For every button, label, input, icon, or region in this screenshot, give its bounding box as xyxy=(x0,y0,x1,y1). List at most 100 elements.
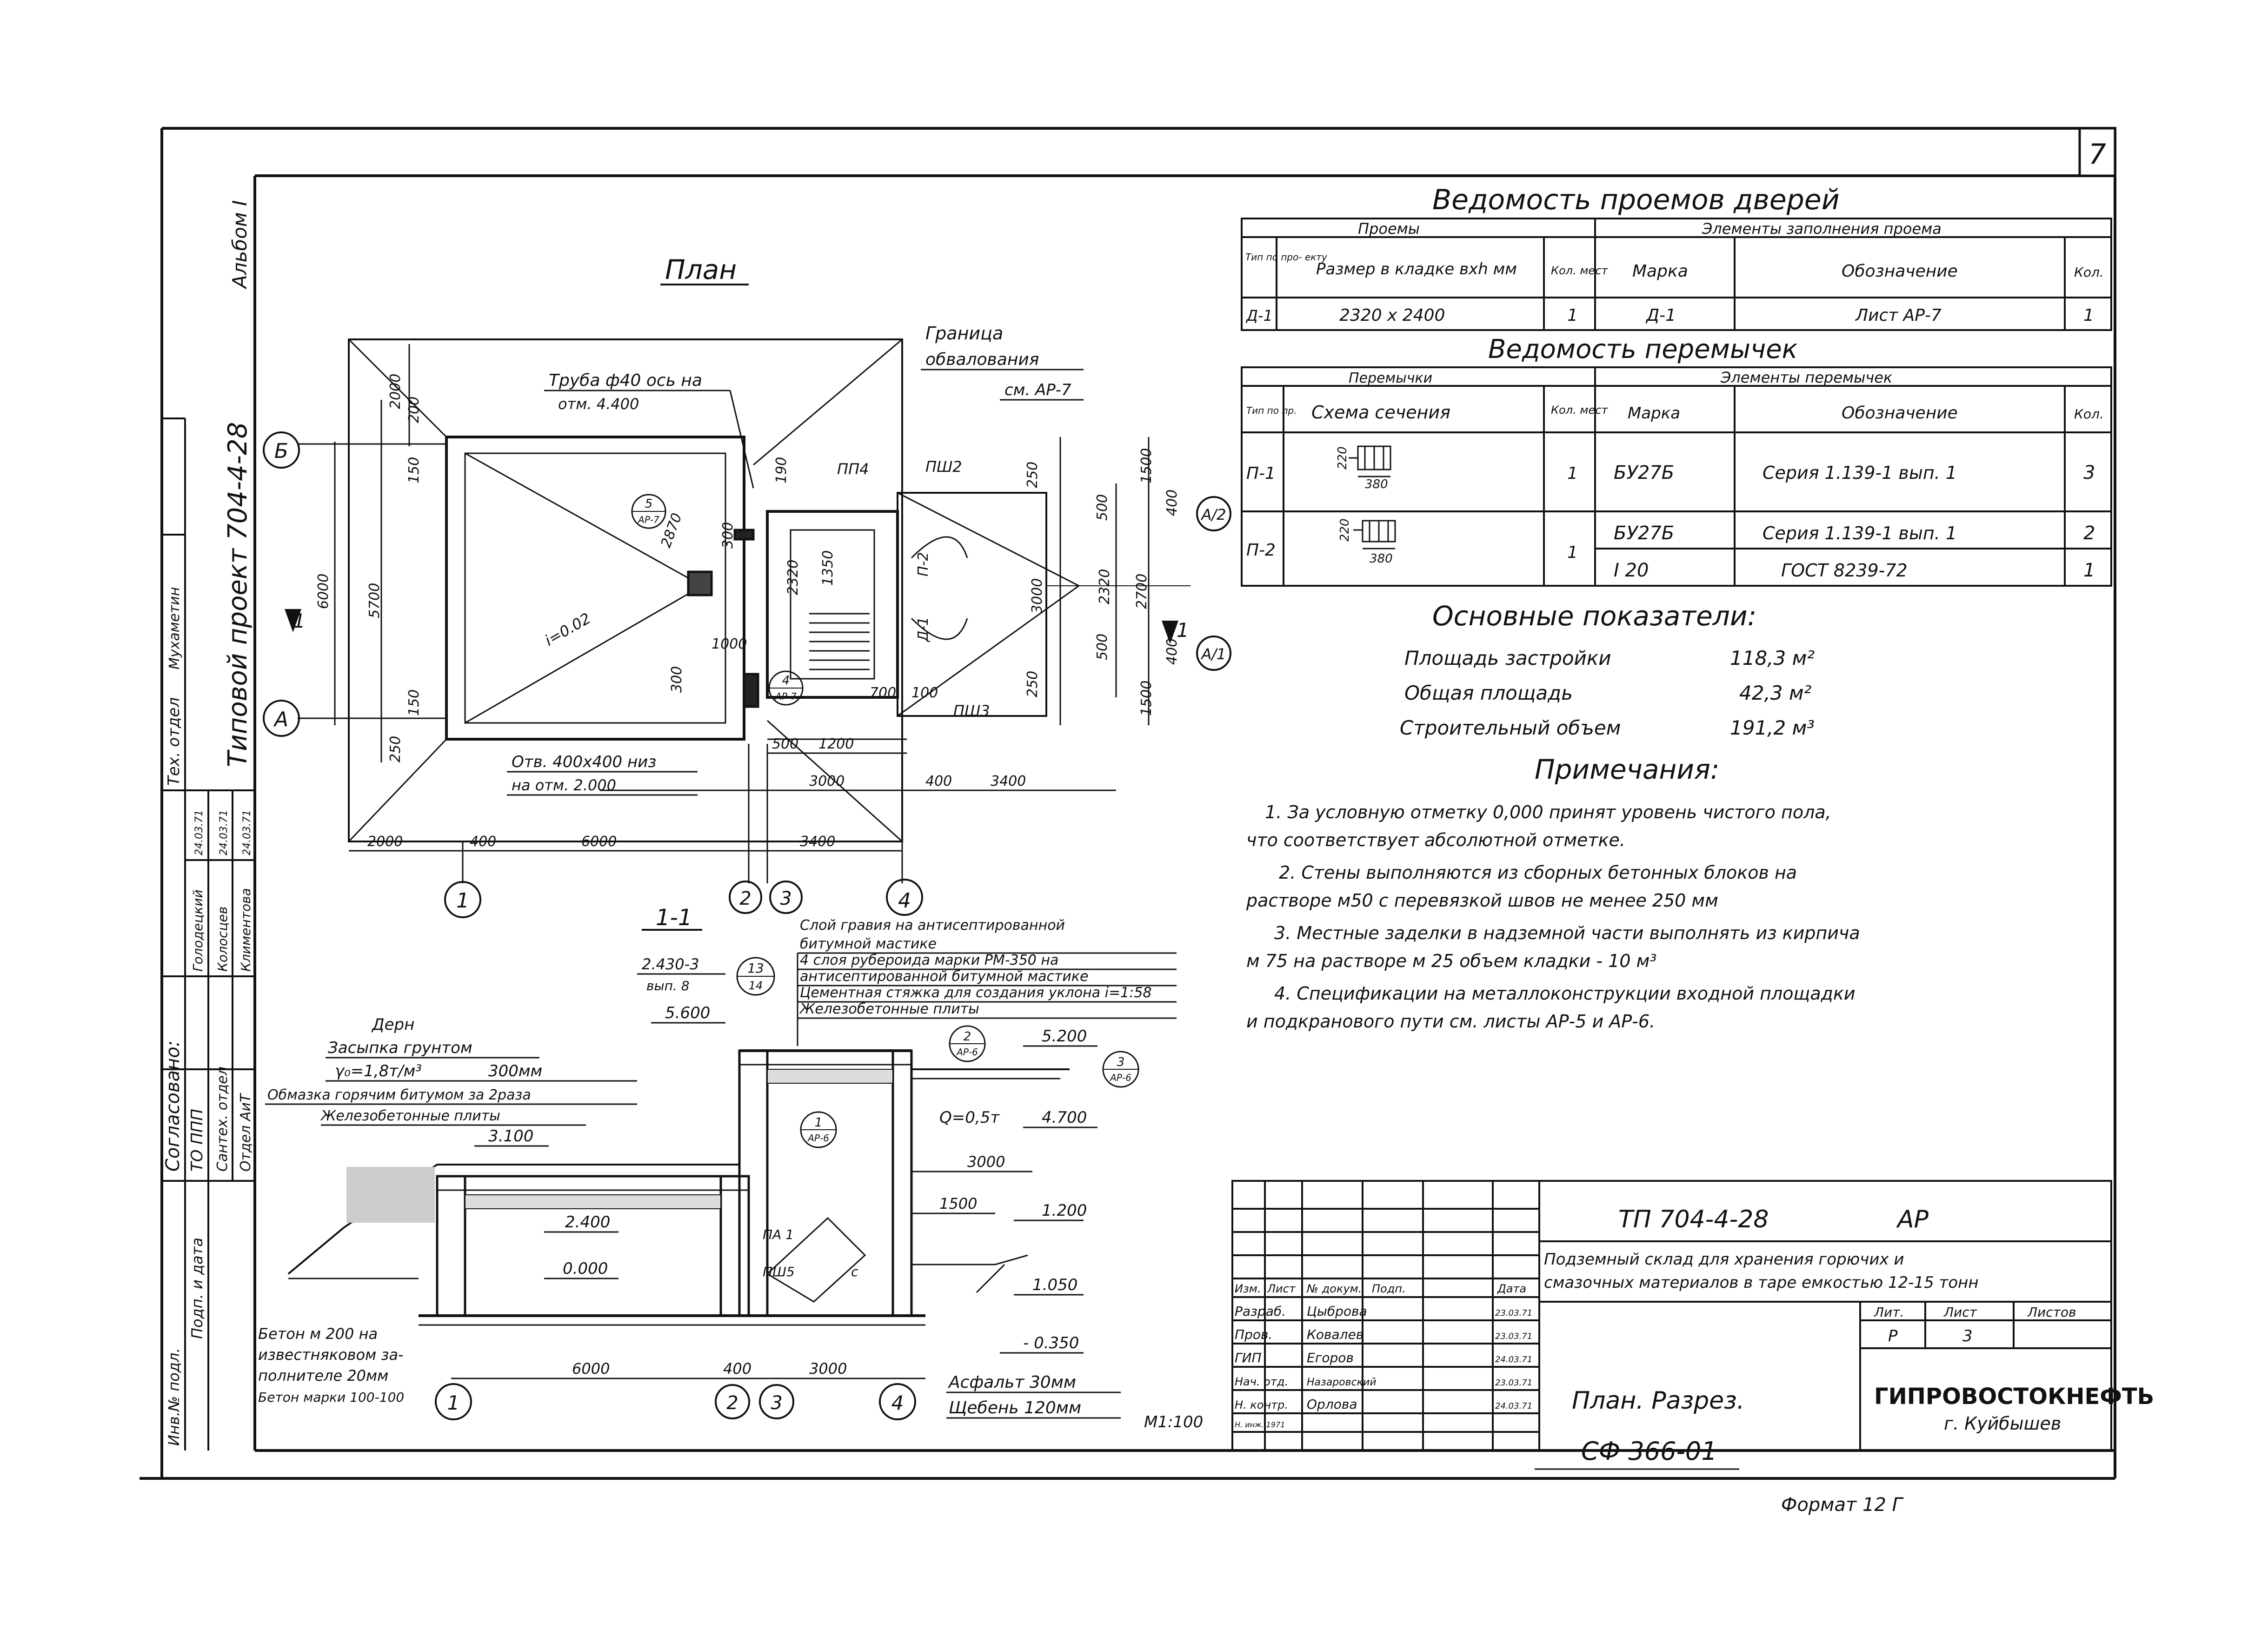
lintel-h3: Марка xyxy=(1628,404,1680,423)
stamp-sheets-label: Листов xyxy=(2027,1305,2076,1320)
svg-text:2320: 2320 xyxy=(785,560,801,595)
doors-r0c4: Лист АР-7 xyxy=(1855,306,1942,325)
svg-text:м 75 на растворе м 25 объем кл: м 75 на растворе м 25 объем кладки - 10 … xyxy=(1246,951,1657,971)
approval-strip xyxy=(162,417,255,1451)
plan-dimensions: 6000 5700 2000 200 150 150 250 2870 300 … xyxy=(315,374,1180,850)
approval-name-2: Колосцев xyxy=(215,907,230,972)
ref1-bottom: АР-6 xyxy=(807,1133,829,1144)
svg-text:ПА 1: ПА 1 xyxy=(763,1227,794,1242)
plan-drawing xyxy=(298,338,1191,883)
doors-r0c5: 1 xyxy=(2083,306,2094,325)
ref1-top: 1 xyxy=(815,1116,823,1130)
lintel-r1-qty-a: 2 xyxy=(2083,523,2095,544)
svg-text:Цементная стяжка для создания: Цементная стяжка для создания уклона i=1… xyxy=(800,985,1152,1001)
ref3-bottom: АР-6 xyxy=(1109,1072,1131,1083)
svg-text:полнителе 20мм: полнителе 20мм xyxy=(258,1367,388,1384)
lintel-h4: Обозначение xyxy=(1842,404,1958,423)
axis-4-label: 4 xyxy=(898,889,911,913)
ref3-top: 3 xyxy=(1117,1055,1125,1069)
svg-text:1.050: 1.050 xyxy=(1032,1276,1077,1294)
doors-h2: Кол. мест xyxy=(1551,264,1608,277)
doors-r0c1: 2320 х 2400 xyxy=(1339,306,1445,325)
lintel-r0-count: 1 xyxy=(1567,464,1578,483)
svg-text:400: 400 xyxy=(1164,490,1180,516)
svg-text:400: 400 xyxy=(925,773,952,789)
psh2-label: ПШ2 xyxy=(925,458,962,476)
svg-text:2000: 2000 xyxy=(367,834,403,850)
svg-text:Железобетонные плиты: Железобетонные плиты xyxy=(320,1108,500,1124)
section-dims: 3000 1500 6000 400 3000 xyxy=(572,1153,1005,1378)
psh3-label: ПШ3 xyxy=(953,702,990,720)
svg-text:190: 190 xyxy=(773,457,790,484)
lintel-r1-mark-a: БУ27Б xyxy=(1614,523,1674,544)
section-layer-notes: Слой гравия на антисептированной битумно… xyxy=(799,917,1152,1017)
ref2-bottom: АР-6 xyxy=(956,1047,978,1058)
doors-r0c3: Д-1 xyxy=(1645,306,1676,325)
plan-axis-bubbles xyxy=(263,431,1231,918)
lintel-h2: Кол. мест xyxy=(1551,404,1608,417)
approval-name-1: Голодецкий xyxy=(190,889,206,972)
svg-text:Подп.: Подп. xyxy=(1372,1282,1406,1295)
svg-text:2000: 2000 xyxy=(387,374,404,409)
svg-text:Бетон м 200 на: Бетон м 200 на xyxy=(258,1325,378,1343)
svg-text:Q=0,5т: Q=0,5т xyxy=(939,1108,1000,1127)
doors-r0c2: 1 xyxy=(1567,306,1578,325)
inv-label: Инв.№ подл. xyxy=(165,1348,183,1446)
axis-1-label: 1 xyxy=(456,889,469,913)
svg-text:что соответствует абсолютной о: что соответствует абсолютной отметке. xyxy=(1246,830,1625,850)
svg-text:1. За условную отметку 0,000 п: 1. За условную отметку 0,000 принят уров… xyxy=(1265,802,1831,822)
detail-a2-label: А/2 xyxy=(1200,506,1226,523)
svg-text:3400: 3400 xyxy=(800,834,835,850)
indicator-1-label: Общая площадь xyxy=(1404,682,1573,704)
svg-text:Орлова: Орлова xyxy=(1307,1397,1357,1412)
svg-text:4. Спецификации на металлоконс: 4. Спецификации на металлоконструкции вх… xyxy=(1274,983,1856,1004)
approval-date-1: 24.03.71 xyxy=(193,810,205,855)
svg-text:2. Стены выполняются из сборны: 2. Стены выполняются из сборных бетонных… xyxy=(1279,862,1797,883)
section-left-notes: Дерн Засыпка грунтом γ₀=1,8т/м³ 300мм Об… xyxy=(267,1015,542,1124)
svg-text:250: 250 xyxy=(387,736,404,762)
section-axis-4: 4 xyxy=(891,1391,904,1414)
svg-text:Лист: Лист xyxy=(1267,1282,1296,1295)
svg-text:3400: 3400 xyxy=(991,773,1026,789)
sheet-number: 7 xyxy=(2088,138,2106,171)
doors-table xyxy=(1241,218,2112,331)
lintel-r1-type: П-2 xyxy=(1246,541,1276,560)
section-ref-node-sub: вып. 8 xyxy=(646,978,690,994)
svg-text:Слой гравия на антисептированн: Слой гравия на антисептированной xyxy=(800,917,1065,934)
doors-h5: Кол. xyxy=(2074,265,2104,280)
svg-text:6000: 6000 xyxy=(572,1360,610,1378)
lintel-h1: Схема сечения xyxy=(1311,402,1450,423)
doors-r0c0: Д-1 xyxy=(1245,307,1273,325)
svg-text:Разраб.: Разраб. xyxy=(1235,1304,1286,1319)
pipe-label-2: отм. 4.400 xyxy=(558,395,639,413)
section-asphalt-notes: Асфальт 30мм Щебень 120мм xyxy=(948,1373,1081,1417)
svg-text:№ докум.: № докум. xyxy=(1306,1282,1362,1295)
svg-text:700: 700 xyxy=(870,685,896,701)
svg-text:Обмазка горячим битумом за 2ра: Обмазка горячим битумом за 2раза xyxy=(267,1087,531,1103)
svg-text:3000: 3000 xyxy=(1029,578,1045,614)
stamp-code: ТП 704-4-28 xyxy=(1618,1205,1769,1233)
doors-h4: Обозначение xyxy=(1842,262,1958,281)
sign-date-label: Подп. и дата xyxy=(188,1238,206,1339)
stamp-mark: АР xyxy=(1896,1205,1929,1233)
pipe-label-1: Труба ф40 ось на xyxy=(549,371,702,390)
svg-text:400: 400 xyxy=(1164,638,1180,665)
svg-text:5.200: 5.200 xyxy=(1042,1027,1087,1046)
svg-text:2320: 2320 xyxy=(1097,569,1113,604)
doors-table-title: Ведомость проемов дверей xyxy=(1432,184,1840,216)
scale-label: М1:100 xyxy=(1144,1413,1203,1431)
svg-text:400: 400 xyxy=(470,834,496,850)
plan-title: План xyxy=(665,254,737,285)
approval-name-3: Климентова xyxy=(238,888,253,972)
notes-title: Примечания: xyxy=(1535,754,1719,785)
svg-text:и подкранового пути см. листы: и подкранового пути см. листы АР-5 и АР-… xyxy=(1246,1011,1655,1032)
svg-text:3000: 3000 xyxy=(809,773,845,789)
svg-text:23.03.71: 23.03.71 xyxy=(1495,1308,1532,1318)
see-ar7-label: см. АР-7 xyxy=(1004,381,1071,399)
indicator-0-value: 118,3 м² xyxy=(1730,647,1815,669)
lintel-r1-desig-b: ГОСТ 8239-72 xyxy=(1781,560,1908,581)
doors-group-left: Проемы xyxy=(1358,220,1420,238)
section-level-marks: 5.600 3.100 2.400 0.000 5.200 4.700 1.20… xyxy=(488,1004,1087,1352)
svg-text:5700: 5700 xyxy=(366,583,383,618)
opening-label-2: на отм. 2.000 xyxy=(512,776,616,794)
